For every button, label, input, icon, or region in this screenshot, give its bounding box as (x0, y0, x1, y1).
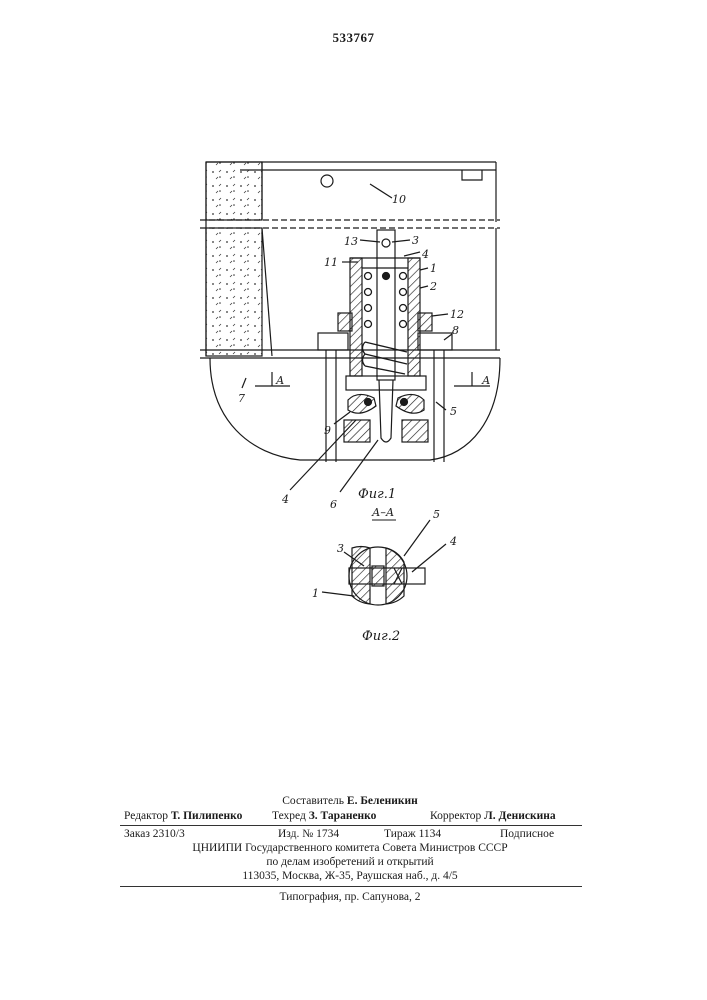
section-mark-left: А (275, 374, 284, 387)
section-title: А–А (371, 506, 394, 519)
techred-role: Техред (272, 810, 306, 822)
part-label-1: 1 (430, 262, 437, 275)
compiler-role: Составитель (282, 795, 344, 807)
part-label-12: 12 (450, 308, 464, 321)
part-label-13: 13 (344, 235, 358, 248)
part-label-8: 8 (452, 324, 459, 337)
techred-name: З. Тараненко (309, 810, 377, 822)
printer-line: Типография, пр. Сапунова, 2 (120, 892, 580, 904)
figure-2-caption: Фиг.2 (362, 629, 400, 644)
fig2-part-label-3: 3 (337, 542, 344, 555)
compiler-name: Е. Беленикин (347, 795, 418, 807)
part-label-5: 5 (450, 405, 457, 418)
fig2-part-label-4: 4 (449, 535, 457, 548)
fig2-part-label-5: 5 (433, 508, 440, 521)
compiler-line: Составитель Е. Беленикин (120, 796, 580, 808)
editor-role: Редактор (124, 810, 168, 822)
editor-line: Редактор Т. Пилипенко (124, 811, 242, 823)
edition-number: Изд. № 1734 (278, 829, 339, 841)
figure-1-caption: Фиг.1 (358, 487, 396, 502)
part-label-11: 11 (324, 256, 338, 269)
part-label-6: 6 (330, 498, 337, 511)
corrector-role: Корректор (430, 810, 481, 822)
part-label-10: 10 (392, 193, 406, 206)
print-run: Тираж 1134 (384, 829, 441, 841)
figure-2 (322, 520, 446, 605)
part-label-4: 4 (421, 248, 429, 261)
part-label-3: 3 (412, 234, 419, 247)
order-number: Заказ 2310/3 (124, 829, 185, 841)
fig2-part-label-1: 1 (312, 587, 319, 600)
section-mark-right: А (481, 374, 490, 387)
colophon-rule-top (120, 825, 582, 826)
techred-line: Техред З. Тараненко (272, 811, 376, 823)
part-label-4-lower: 4 (281, 493, 289, 506)
editor-name: Т. Пилипенко (171, 810, 243, 822)
institute-name: ЦНИИПИ Государственного комитета Совета … (120, 843, 580, 855)
part-label-2: 2 (429, 280, 437, 293)
institute-address: 113035, Москва, Ж-35, Раушская наб., д. … (120, 871, 580, 883)
corrector-line: Корректор Л. Денискина (430, 811, 556, 823)
part-label-9: 9 (324, 424, 331, 437)
affairs-line: по делам изобретений и открытий (120, 857, 580, 869)
corrector-name: Л. Денискина (484, 810, 555, 822)
colophon-rule-bottom (120, 886, 582, 887)
subscription: Подписное (500, 829, 554, 841)
part-label-7: 7 (238, 392, 245, 405)
